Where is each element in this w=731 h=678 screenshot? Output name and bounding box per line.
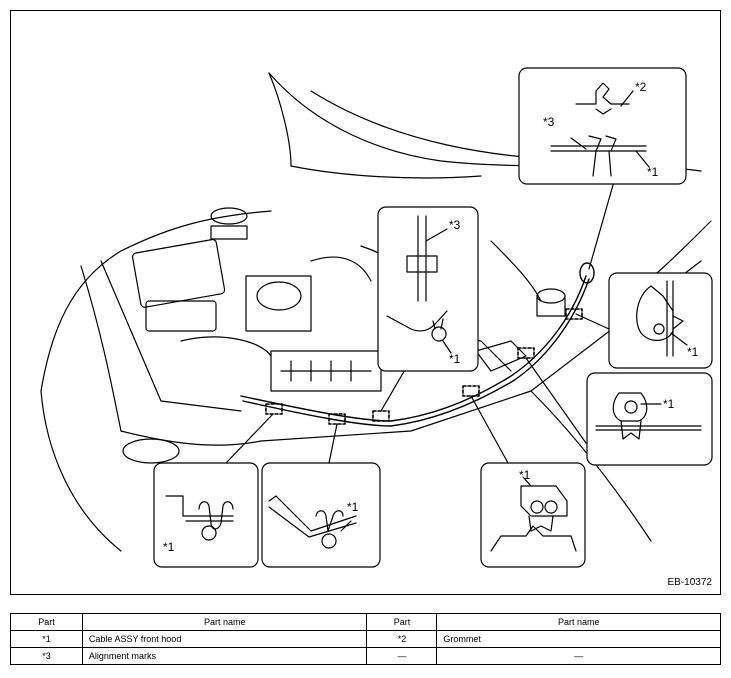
callout-cable-right-upper: *1 — [687, 345, 699, 359]
figure-id: EB-10372 — [667, 577, 712, 588]
table-cell: Cable ASSY front hood — [81, 630, 368, 648]
callout-cable-top: *1 — [647, 165, 659, 179]
table-row: *3 Alignment marks — — — [10, 647, 721, 665]
detail-clip-bottom-right: *1 — [480, 462, 586, 568]
table-cell: *1 — [10, 630, 83, 648]
clip-markers — [265, 308, 583, 425]
detail-alignment-marks: *3 *1 — [377, 206, 479, 372]
callout-cable-bottom-left: *1 — [163, 540, 175, 554]
detail-clip-right-middle: *1 — [586, 372, 713, 466]
parts-table: Part Part name Part Part name *1 Cable A… — [10, 613, 721, 665]
detail-clip-bottom-middle: *1 — [261, 462, 381, 568]
detail-grommet: *2 *3 *1 — [518, 67, 687, 185]
callout-cable-center: *1 — [449, 352, 461, 366]
callout-cable-right-middle: *1 — [663, 397, 675, 411]
header-part-2: Part — [366, 613, 438, 631]
table-cell: *3 — [10, 647, 83, 665]
table-cell: — — [366, 647, 438, 665]
engine-bay-diagram: *2 *3 *1 *3 *1 *1 — [10, 10, 721, 595]
header-part-name-1: Part name — [81, 613, 368, 631]
header-part-name-2: Part name — [436, 613, 721, 631]
engine-components — [131, 207, 566, 392]
table-row: *1 Cable ASSY front hood *2 Grommet — [10, 630, 721, 648]
table-cell: *2 — [366, 630, 438, 648]
callout-cable-bottom-right: *1 — [519, 468, 531, 482]
leader-lines — [225, 170, 618, 464]
table-cell: Alignment marks — [81, 647, 368, 665]
hood-cable-route — [240, 262, 595, 427]
parts-table-header: Part Part name Part Part name — [10, 613, 721, 631]
callout-alignment-top: *3 — [543, 115, 555, 129]
callout-alignment-center: *3 — [449, 218, 461, 232]
table-cell: Grommet — [436, 630, 721, 648]
detail-clip-bottom-left: *1 — [153, 462, 259, 568]
callout-grommet: *2 — [635, 80, 647, 94]
detail-clip-right-upper: *1 — [608, 272, 713, 369]
header-part-1: Part — [10, 613, 83, 631]
callout-cable-bottom-middle: *1 — [347, 500, 359, 514]
diagram-drawing: *2 *3 *1 *3 *1 *1 — [40, 67, 713, 568]
table-cell: — — [436, 647, 721, 665]
